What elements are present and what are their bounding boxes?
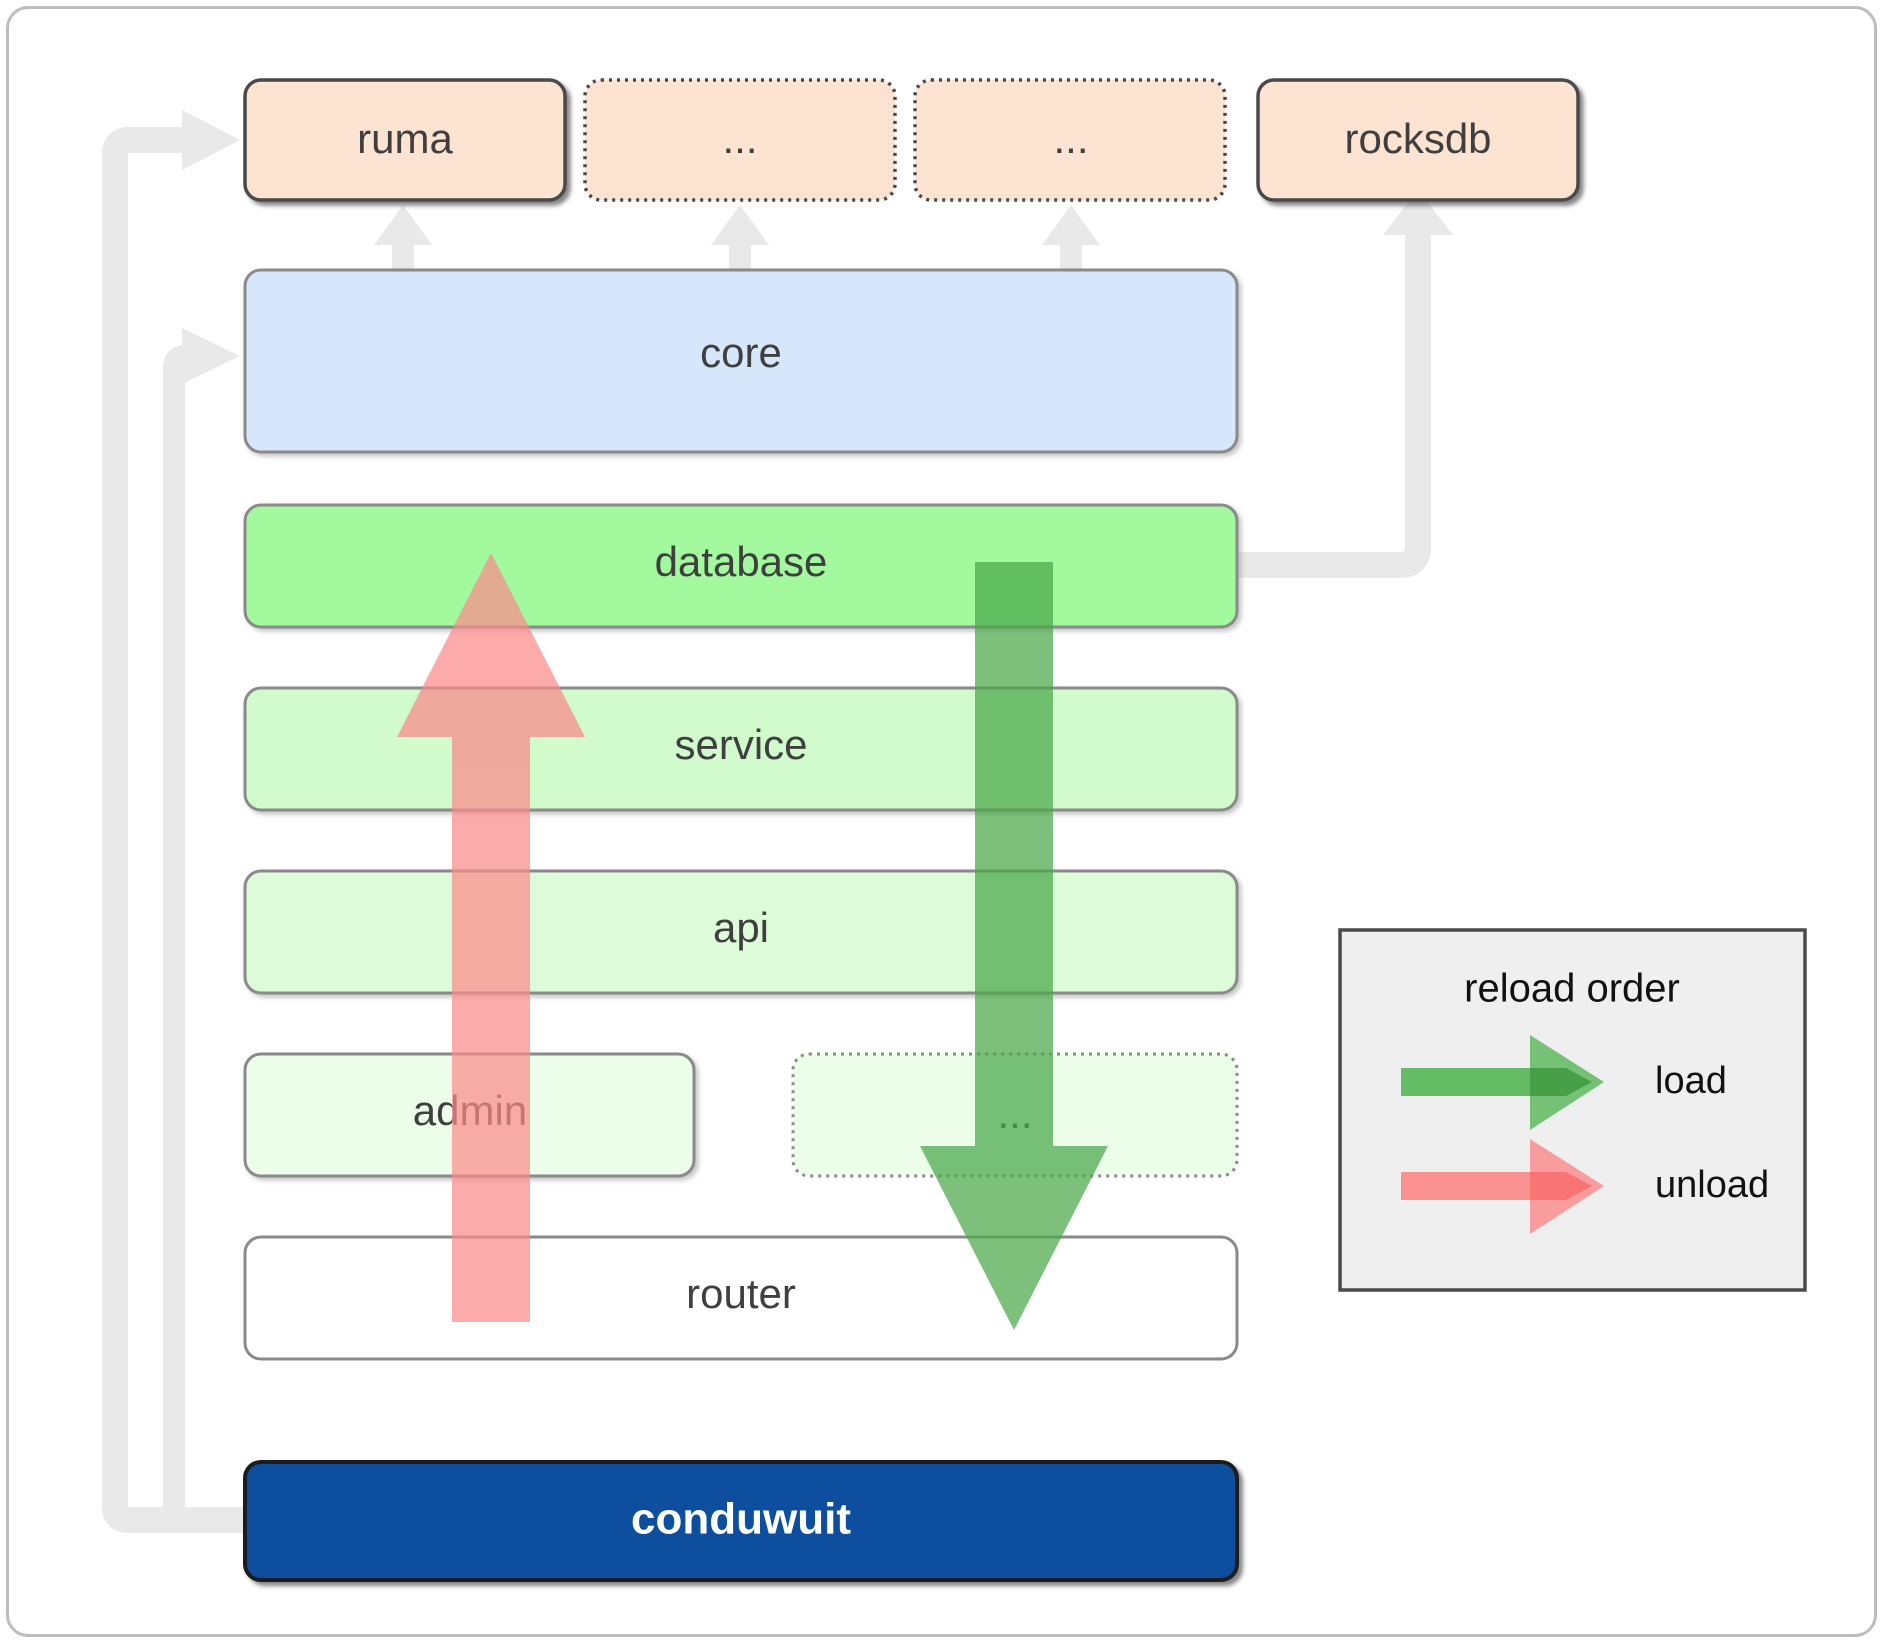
unload-arrow-shaft bbox=[452, 650, 530, 1322]
unload-arrow-head bbox=[397, 553, 585, 737]
legend-unload-label: unload bbox=[1655, 1164, 1769, 1206]
node-core[interactable]: core bbox=[243, 268, 1239, 454]
node-database-label: database bbox=[655, 538, 828, 585]
node-core-label: core bbox=[700, 329, 782, 376]
connector-core-to-ext-dots-2 bbox=[1042, 205, 1100, 278]
unload-arrow-notch bbox=[452, 700, 530, 742]
node-conduwuit[interactable]: conduwuit bbox=[243, 1460, 1239, 1582]
node-rocksdb[interactable]: rocksdb bbox=[1256, 78, 1580, 202]
node-ruma[interactable]: ruma bbox=[243, 78, 567, 202]
node-conduwuit-label: conduwuit bbox=[631, 1495, 851, 1544]
node-router-label: router bbox=[686, 1270, 796, 1317]
connector-group bbox=[102, 110, 1453, 1533]
load-arrow-notch bbox=[975, 1141, 1053, 1183]
node-database[interactable]: database bbox=[243, 503, 1239, 629]
external-crates-row: ruma ... ... rocksdb bbox=[243, 78, 1580, 202]
node-service-label: service bbox=[674, 721, 807, 768]
load-arrow-shaft bbox=[975, 562, 1053, 1242]
node-ruma-label: ruma bbox=[357, 115, 453, 162]
node-router[interactable]: router bbox=[243, 1235, 1239, 1361]
legend-load-label: load bbox=[1655, 1060, 1727, 1102]
node-ext-dots-2-label: ... bbox=[1053, 115, 1088, 162]
legend-entry-load: load bbox=[1401, 1035, 1727, 1130]
unload-arrow bbox=[397, 553, 585, 1322]
node-api[interactable]: api bbox=[243, 869, 1239, 995]
node-api-label: api bbox=[713, 904, 769, 951]
legend-background bbox=[1338, 928, 1807, 1292]
connector-conduwuit-to-core bbox=[163, 345, 245, 1531]
load-arrow bbox=[920, 562, 1108, 1330]
node-service[interactable]: service bbox=[243, 686, 1239, 812]
connector-core-to-ruma bbox=[374, 205, 432, 278]
node-rocksdb-label: rocksdb bbox=[1344, 115, 1491, 162]
load-arrow-head bbox=[920, 1146, 1108, 1330]
connector-arrowhead-ruma bbox=[182, 110, 240, 170]
connector-conduwuit-to-ruma bbox=[102, 127, 245, 1533]
node-ext-dots-1-label: ... bbox=[722, 115, 757, 162]
connector-database-to-rocksdb bbox=[1222, 230, 1431, 578]
legend-title: reload order bbox=[1464, 967, 1680, 1011]
connector-arrowhead-core bbox=[182, 328, 240, 384]
legend-unload-arrow-icon bbox=[1401, 1139, 1604, 1234]
legend-load-arrow-icon bbox=[1401, 1035, 1604, 1130]
node-ext-dots-2[interactable]: ... bbox=[913, 78, 1227, 202]
legend-entry-unload: unload bbox=[1401, 1139, 1769, 1234]
connector-arrowhead-rocksdb bbox=[1383, 190, 1453, 235]
legend-panel: reload order load unloa bbox=[1338, 928, 1807, 1292]
connector-core-to-ext-dots-1 bbox=[711, 205, 769, 278]
node-ext-dots-1[interactable]: ... bbox=[583, 78, 897, 202]
